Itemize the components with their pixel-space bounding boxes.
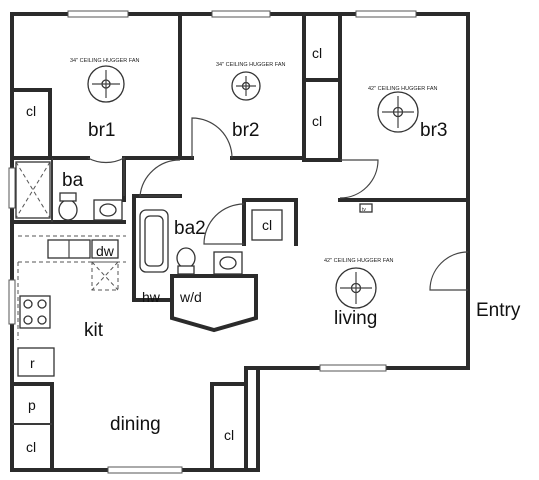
label-ba: ba — [62, 170, 84, 191]
label-closet-dining: cl — [26, 439, 36, 455]
label-closet-hall: cl — [262, 217, 272, 233]
labels: br1 br2 br3 ba ba2 kit living dining Ent… — [26, 45, 521, 455]
door-br2 — [191, 117, 233, 159]
fan-living — [335, 267, 377, 309]
label-closet-br1: cl — [26, 103, 36, 119]
door-br1 — [87, 156, 125, 196]
window-living — [319, 364, 387, 372]
ceiling-fans — [87, 65, 419, 309]
label-fan-br2: 34" CEILING HUGGER FAN — [216, 62, 286, 68]
tv-box — [359, 203, 373, 213]
label-fan-living: 42" CEILING HUGGER FAN — [324, 258, 394, 264]
label-dining: dining — [110, 414, 161, 435]
door-hall — [139, 159, 181, 197]
label-closet-br3: cl — [312, 113, 322, 129]
door-ba2 — [203, 203, 245, 245]
door-entry — [429, 251, 469, 291]
fan-br1 — [87, 65, 125, 103]
label-r: r — [30, 355, 35, 371]
window-br1 — [67, 10, 129, 18]
toilet-ba — [58, 199, 78, 221]
toilet-ba2 — [176, 247, 196, 269]
label-hw: hw — [142, 289, 161, 305]
window-br3 — [355, 10, 417, 18]
label-wd: w/d — [179, 289, 202, 305]
wall-wd-closet — [170, 274, 258, 333]
label-living: living — [334, 308, 377, 329]
label-dw: dw — [96, 243, 115, 259]
window-ba — [8, 167, 16, 209]
label-br3: br3 — [420, 120, 447, 141]
dishwasher-box — [91, 239, 119, 259]
label-kit: kit — [84, 320, 104, 341]
label-entry: Entry — [476, 300, 521, 321]
bath-fixtures — [15, 161, 283, 275]
label-br1: br1 — [88, 120, 115, 141]
window-br2 — [211, 10, 271, 18]
label-br2: br2 — [232, 120, 259, 141]
window-kit — [8, 279, 16, 325]
doors — [87, 117, 469, 291]
refrigerator-box — [17, 347, 55, 377]
label-p: p — [28, 397, 36, 413]
label-closet-dining-2: cl — [224, 427, 234, 443]
linen-closet — [251, 209, 283, 241]
label-closet-br2: cl — [312, 45, 322, 61]
kitchen-fixtures — [17, 235, 126, 377]
fan-br3 — [377, 91, 419, 133]
windows — [8, 10, 417, 474]
range — [19, 295, 51, 329]
label-ba2: ba2 — [174, 218, 206, 239]
label-fan-br3: 42" CEILING HUGGER FAN — [368, 86, 438, 92]
label-fan-br1: 34" CEILING HUGGER FAN — [70, 58, 140, 64]
door-br3 — [339, 159, 379, 199]
fan-br2 — [231, 71, 261, 101]
label-tv: tv — [362, 207, 366, 213]
window-dining — [107, 466, 183, 474]
